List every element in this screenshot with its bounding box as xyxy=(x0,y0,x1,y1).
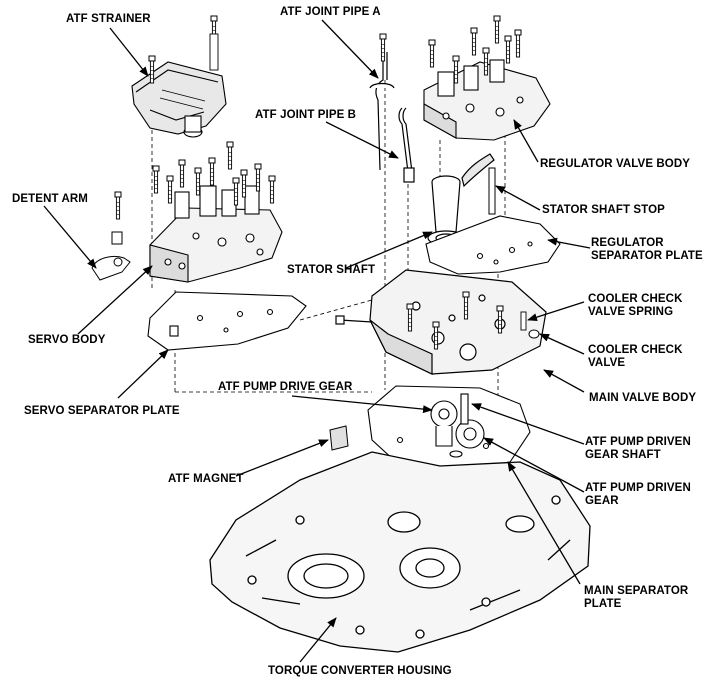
label-cooler-check-valve-spring: COOLER CHECK VALVE SPRING xyxy=(588,293,682,319)
label-atf-magnet: ATF MAGNET xyxy=(168,473,244,485)
label-stator-shaft: STATOR SHAFT xyxy=(287,264,376,276)
cooler-check-valve-part xyxy=(528,329,540,339)
label-servo-body: SERVO BODY xyxy=(28,334,106,346)
label-main-separator-plate-line2: PLATE xyxy=(584,598,622,610)
label-cooler-check-valve-spring-line1: COOLER CHECK xyxy=(588,293,683,305)
label-atf-joint-pipe-a: ATF JOINT PIPE A xyxy=(280,6,381,18)
regulator-separator-plate-part xyxy=(425,215,561,275)
label-atf-joint-pipe-b: ATF JOINT PIPE B xyxy=(255,109,357,121)
label-atf-pump-drive-gear: ATF PUMP DRIVE GEAR xyxy=(218,381,353,393)
atf-pump-gears xyxy=(430,393,485,458)
servo-separator-plate-part xyxy=(147,291,307,351)
label-regulator-separator-plate-line1: REGULATOR xyxy=(591,237,664,249)
label-atf-strainer: ATF STRAINER xyxy=(66,13,151,25)
stator-shaft-stop-part xyxy=(488,167,496,215)
label-servo-separator-plate: SERVO SEPARATOR PLATE xyxy=(24,405,180,417)
atf-magnet-part xyxy=(329,425,349,451)
label-atf-pump-driven-gear-line1: ATF PUMP DRIVEN xyxy=(585,482,691,494)
label-main-separator-plate-line1: MAIN SEPARATOR xyxy=(584,585,689,597)
label-atf-pump-driven-gear: ATF PUMP DRIVEN GEAR xyxy=(585,482,691,508)
cooler-check-valve-spring-part xyxy=(520,311,527,331)
label-stator-shaft-stop: STATOR SHAFT STOP xyxy=(542,204,665,216)
label-atf-pump-driven-gear-line2: GEAR xyxy=(585,495,619,507)
atf-joint-pipes xyxy=(369,52,415,183)
detent-arm-part xyxy=(91,231,131,281)
label-cooler-check-valve: COOLER CHECK VALVE xyxy=(588,344,682,370)
label-cooler-check-valve-spring-line2: VALVE SPRING xyxy=(588,306,674,318)
label-regulator-separator-plate-line2: SEPARATOR PLATE xyxy=(591,250,703,262)
label-atf-pump-driven-gear-shaft-line2: GEAR SHAFT xyxy=(585,449,661,461)
label-regulator-separator-plate: REGULATOR SEPARATOR PLATE xyxy=(591,237,703,263)
label-regulator-valve-body: REGULATOR VALVE BODY xyxy=(540,158,691,170)
label-atf-pump-driven-gear-shaft: ATF PUMP DRIVEN GEAR SHAFT xyxy=(585,436,691,462)
label-cooler-check-valve-line2: VALVE xyxy=(588,357,626,369)
label-cooler-check-valve-line1: COOLER CHECK xyxy=(588,344,683,356)
label-main-valve-body: MAIN VALVE BODY xyxy=(589,392,697,404)
label-main-separator-plate: MAIN SEPARATOR PLATE xyxy=(584,585,688,611)
main-valve-body-part xyxy=(335,269,547,375)
label-torque-converter-housing: TORQUE CONVERTER HOUSING xyxy=(268,665,452,677)
servo-body-part xyxy=(149,185,283,283)
torque-converter-housing-part xyxy=(209,451,591,653)
atf-strainer-part xyxy=(131,61,227,138)
label-detent-arm: DETENT ARM xyxy=(12,193,88,205)
leader-lines xyxy=(43,19,591,663)
label-atf-pump-driven-gear-shaft-line1: ATF PUMP DRIVEN xyxy=(585,436,691,448)
